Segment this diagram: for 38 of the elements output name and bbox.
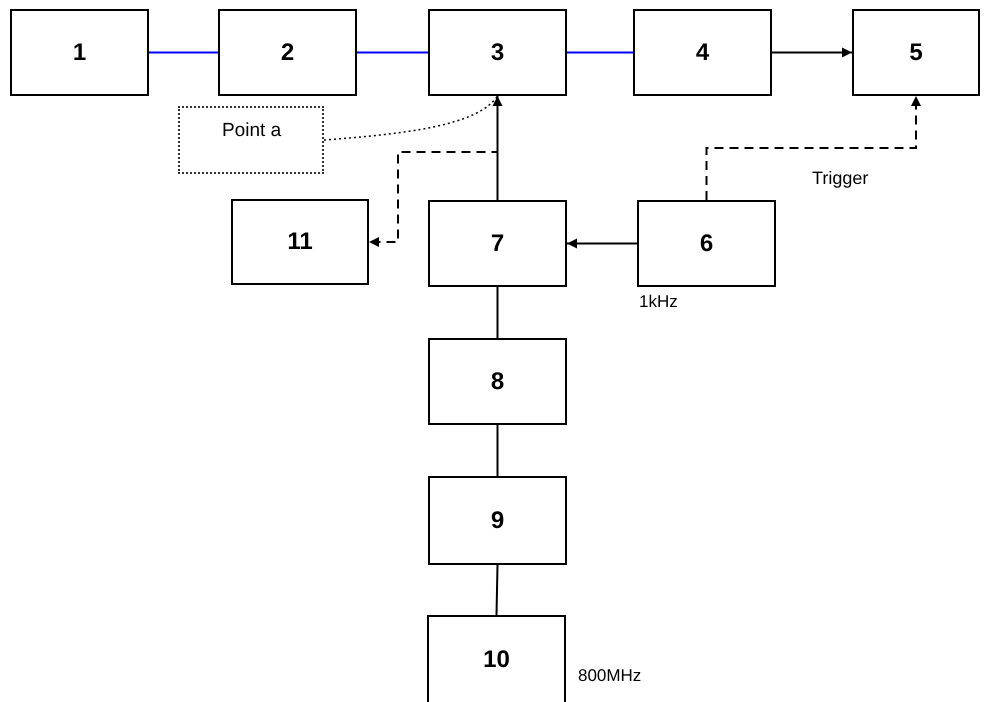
- connector-line: [496, 564, 498, 616]
- note-text: Point a: [222, 120, 282, 142]
- block-box: [428, 338, 567, 425]
- connector-line: [567, 52, 633, 54]
- note-box: [178, 106, 324, 174]
- block-number: 7: [490, 230, 504, 258]
- leader-line: [324, 96, 498, 141]
- block-box: [852, 9, 980, 96]
- frequency-label: 800MHz: [578, 666, 642, 686]
- block-box: [428, 476, 567, 565]
- block-number: 8: [490, 368, 504, 396]
- block-number: 10: [483, 646, 510, 674]
- block-number: 5: [909, 38, 923, 66]
- arrow: [772, 48, 852, 58]
- block-number: 4: [696, 38, 710, 66]
- block-box: [10, 9, 149, 96]
- block-number: 6: [700, 230, 714, 258]
- block-box: [637, 200, 776, 287]
- connector-line: [496, 425, 498, 476]
- arrow: [567, 238, 637, 248]
- block-box: [427, 615, 566, 702]
- arrow: [369, 151, 498, 247]
- block-number: 9: [490, 506, 504, 534]
- frequency-label: 1kHz: [639, 292, 678, 312]
- block-number: 3: [490, 38, 504, 66]
- connector-line: [149, 52, 218, 54]
- block-number: 1: [72, 38, 86, 66]
- block-box: [428, 200, 567, 287]
- arrow: [706, 96, 921, 200]
- edge-label: Trigger: [812, 168, 868, 189]
- block-box: [633, 9, 772, 96]
- block-number: 11: [287, 228, 313, 256]
- block-number: 2: [280, 38, 294, 66]
- block-box: [231, 199, 369, 285]
- block-box: [218, 9, 357, 96]
- block-box: [428, 9, 567, 96]
- connector-line: [357, 52, 428, 54]
- connector-line: [496, 287, 498, 338]
